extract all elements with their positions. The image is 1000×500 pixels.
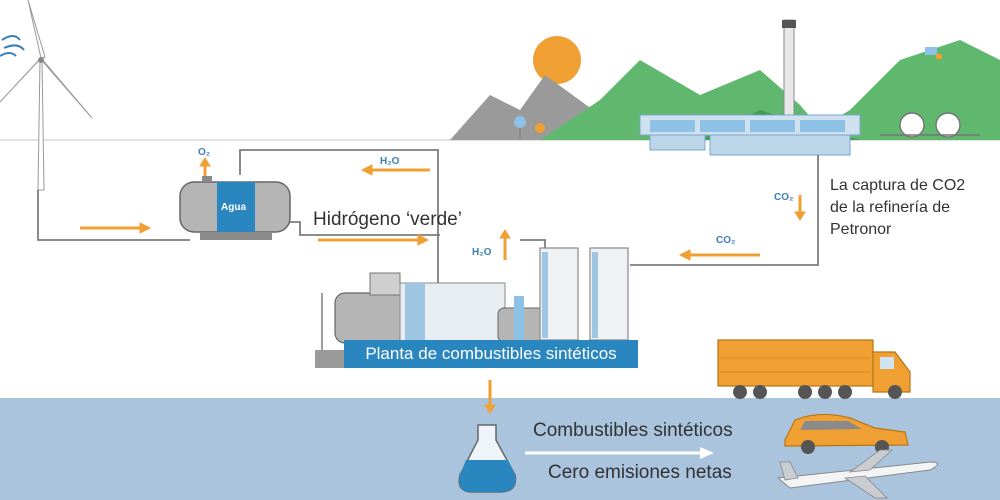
arrow-left-co2	[678, 249, 760, 261]
pipe-hydrogen	[290, 221, 440, 236]
airplane-icon	[776, 449, 938, 499]
pipe-co2	[630, 155, 819, 266]
emisiones-label: Cero emisiones netas	[548, 462, 732, 483]
pipe-tank-connector	[520, 239, 546, 250]
h2o-top-label: H₂O	[380, 156, 400, 167]
h2o-side-label: H₂O	[472, 247, 492, 258]
capture-line-3: Petronor	[830, 221, 892, 238]
plant-label: Planta de combustibles sintéticos	[344, 340, 638, 368]
co2-vertical-label: CO₂	[774, 192, 794, 203]
pipes	[37, 149, 819, 285]
capture-line-1: La captura de CO2	[830, 177, 966, 194]
pipe-h2o-return	[239, 149, 439, 285]
arrow-down-co2	[794, 195, 806, 221]
wind-turbine-icon	[0, 0, 93, 191]
small-tree-icon	[514, 116, 545, 140]
storage-tank-icon	[539, 247, 629, 341]
electrolyzer-icon	[179, 176, 291, 240]
arrow-up-o2	[199, 157, 211, 178]
arrow-right-1	[80, 222, 152, 234]
arrow-down-output	[484, 380, 496, 414]
hidrogeno-label: Hidrógeno ‘verde’	[313, 209, 462, 230]
arrows	[80, 157, 806, 414]
truck-icon	[717, 339, 911, 399]
sun-icon	[533, 36, 581, 84]
pipe-turbine-to-electrolyzer	[37, 190, 190, 241]
combustibles-label: Combustibles sintéticos	[533, 420, 733, 441]
o2-label: O₂	[198, 147, 211, 158]
co2-horizontal-label: CO₂	[716, 235, 736, 246]
arrow-left-h2o	[360, 164, 430, 176]
plant-equipment	[315, 272, 549, 368]
refinery-icon	[639, 19, 980, 156]
car-icon	[784, 413, 909, 454]
flask-icon	[458, 424, 517, 493]
capture-label: La captura de CO2 de la refinería de Pet…	[830, 175, 965, 241]
output-arrow-white	[525, 447, 714, 459]
capture-line-2: de la refinería de	[830, 199, 951, 216]
wind-icon	[0, 35, 25, 57]
arrow-right-2	[318, 234, 430, 246]
agua-label: Agua	[221, 202, 246, 213]
arrow-up-h2o	[499, 229, 511, 260]
